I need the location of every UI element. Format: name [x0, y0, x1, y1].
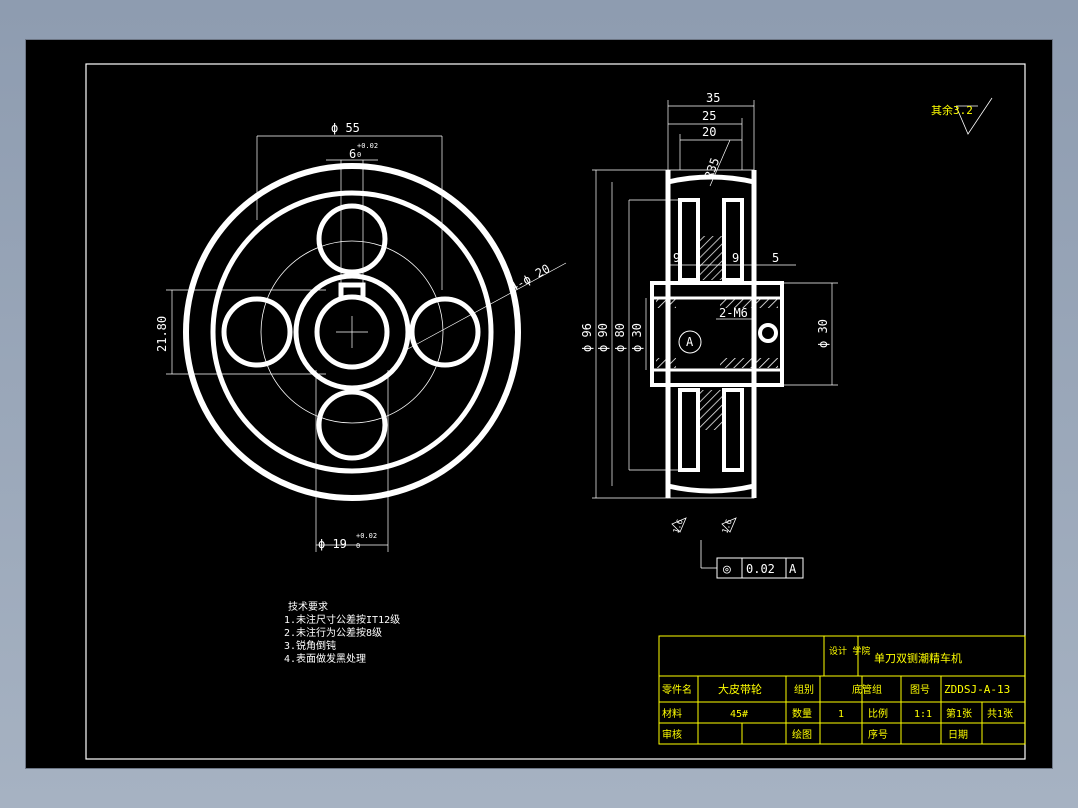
roughness-2: 1.6: [720, 518, 733, 535]
tech-item-4: 4.表面做发黑处理: [284, 652, 366, 665]
hole-left: [221, 296, 293, 368]
tol-symbol: ◎: [723, 562, 731, 577]
dim-holes: 4-ϕ 20: [508, 261, 553, 294]
dim-9-left: 9: [673, 251, 680, 265]
thread-label: 2-M6: [719, 306, 748, 320]
part-name: 大皮带轮: [718, 682, 762, 696]
datum-a-circle: [678, 330, 702, 354]
tol-datum: A: [789, 562, 797, 576]
tech-item-1: 1.未注尺寸公差按IT12级: [284, 613, 400, 626]
dim-25: 25: [702, 109, 716, 123]
seq-label: 序号: [868, 728, 888, 741]
scale-label: 比例: [868, 707, 888, 720]
dim-key-width: 6: [349, 147, 356, 161]
draw-label: 绘图: [792, 728, 812, 741]
tech-requirements: 技术要求 1.未注尺寸公差按IT12级 2.未注行为公差按8级 3.锐角倒钝 4…: [284, 600, 400, 665]
tech-title: 技术要求: [288, 600, 328, 613]
qty-value: 1: [838, 709, 844, 720]
hole-bottom: [316, 389, 388, 461]
dim-bore: ϕ 19: [318, 537, 347, 551]
surface-roughness-note: 其余3.2: [931, 103, 973, 117]
tol-value: 0.02: [746, 562, 775, 576]
tech-item-2: 2.未注行为公差按8级: [284, 626, 382, 639]
date-label: 日期: [948, 729, 968, 741]
drawing-no: ZDDSJ-A-13: [944, 683, 1010, 696]
dim-5: 5: [772, 251, 779, 265]
material-value: 45#: [730, 709, 748, 720]
dim-21-80: 21.80: [155, 316, 169, 352]
dim-35: 35: [706, 91, 720, 105]
roughness-symbols: [671, 97, 993, 533]
sheet-label: 第1张: [946, 707, 972, 720]
datum-a-label: A: [686, 335, 694, 349]
drawing-no-label: 图号: [910, 684, 930, 696]
dim-dia-55: ϕ 55: [331, 121, 360, 135]
dim-dia-90: ϕ 90: [596, 323, 610, 352]
total-label: 共1张: [987, 708, 1013, 720]
dim-20: 20: [702, 125, 716, 139]
dim-dia-96: ϕ 96: [580, 323, 594, 352]
cad-drawing: ϕ 55 6 +0.02 0 4-ϕ 20 21.80 ϕ 19 +0.02 0: [85, 63, 1026, 760]
dept-label: 设计 学院: [829, 645, 870, 657]
dim-bore-tol-lower: 0: [356, 542, 360, 550]
scale-value: 1:1: [914, 709, 932, 720]
tech-item-3: 3.锐角倒钝: [284, 639, 336, 652]
qty-label: 数量: [792, 707, 812, 720]
dim-key-tol-upper: +0.02: [357, 142, 378, 150]
dim-dia-80: ϕ 80: [613, 323, 627, 352]
hole-top: [316, 203, 388, 275]
drawing-sheet: ϕ 55 6 +0.02 0 4-ϕ 20 21.80 ϕ 19 +0.02 0: [26, 40, 1052, 768]
project-title: 单刀双铡潮精车机: [874, 651, 962, 665]
dim-dia-30-right: ϕ 30: [816, 319, 830, 348]
dim-dia-30-left: ϕ 30: [630, 323, 644, 352]
section-hatching: [656, 236, 778, 430]
reviewer-label: 审核: [662, 728, 682, 741]
material-label: 材料: [662, 707, 682, 720]
group-label: 组别: [794, 683, 814, 696]
team-label: 底管组: [852, 683, 882, 696]
title-block: [658, 635, 1026, 745]
drawing-frame: [85, 63, 1026, 760]
dim-key-tol-lower: 0: [357, 151, 361, 159]
front-view: [166, 135, 567, 552]
dim-9-right: 9: [732, 251, 739, 265]
hole-right: [409, 296, 481, 368]
part-name-label: 零件名: [662, 683, 692, 696]
dim-bore-tol-upper: +0.02: [356, 532, 377, 540]
dim-r35: R35: [702, 156, 723, 181]
